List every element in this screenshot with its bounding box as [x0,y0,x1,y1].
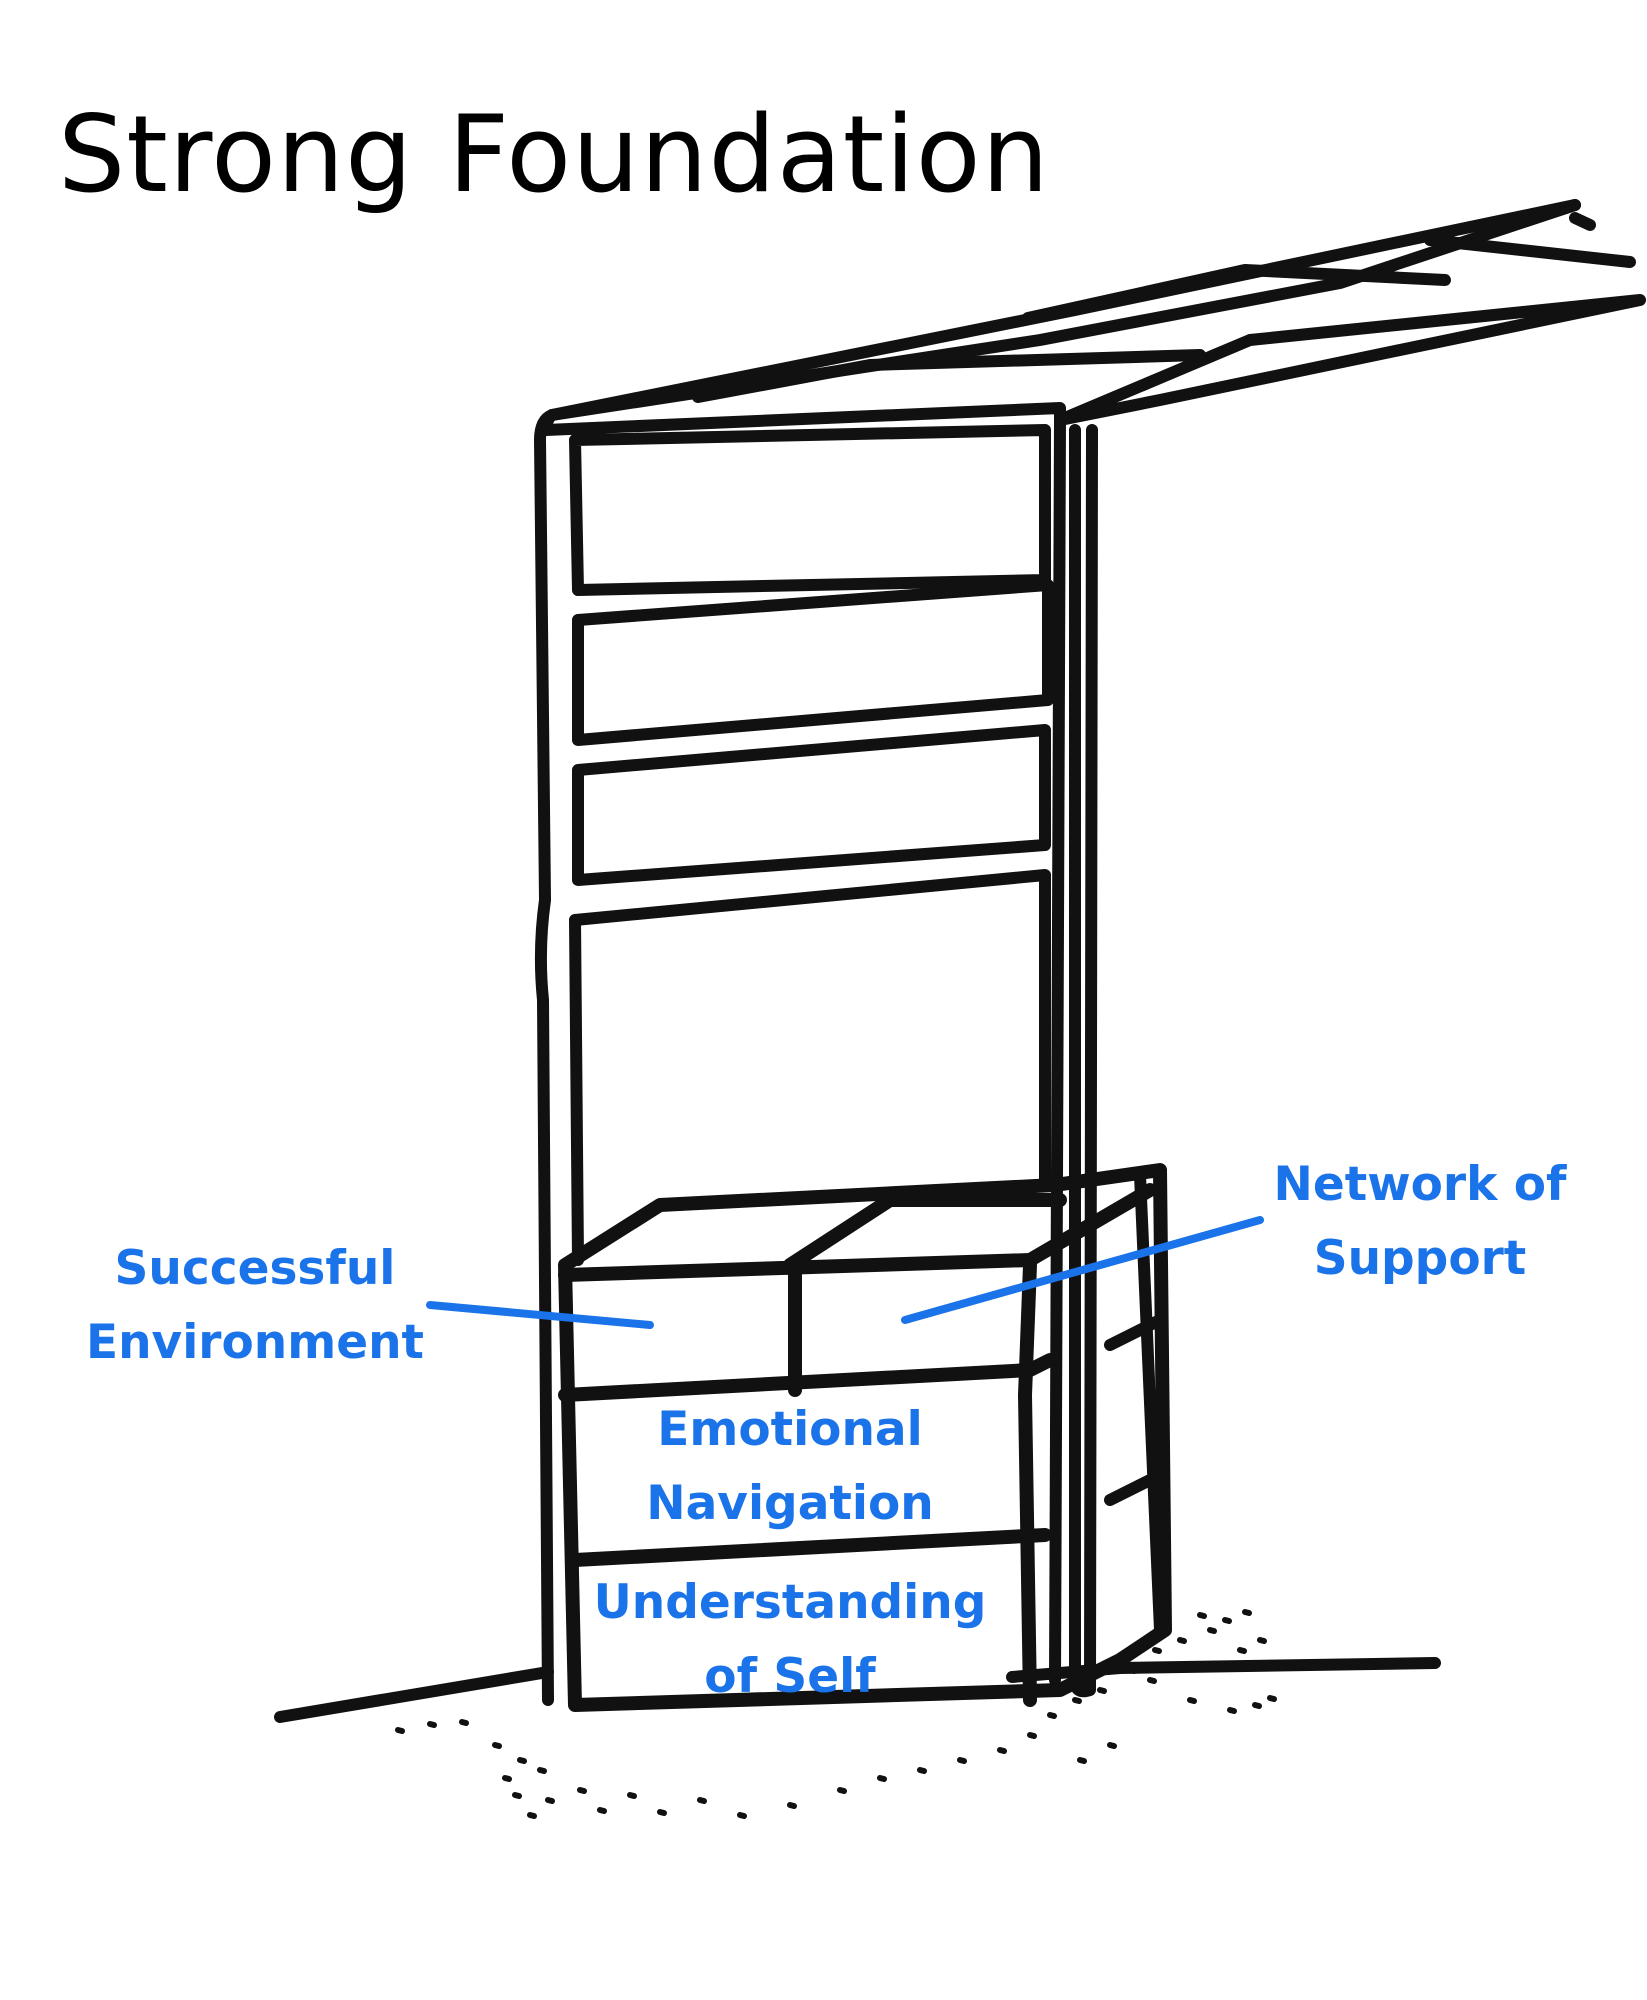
pillar-right-edge [1049,414,1098,1698]
label-network-of-support: Network of Support [1230,1148,1610,1296]
pointer-line-network [901,1216,1264,1324]
ground-line [274,1657,1441,1723]
roof-top-edge [546,199,1581,421]
page-title: Strong Foundation [58,93,1050,216]
label-line: Environment [85,1315,425,1370]
label-line: Network of [1273,1157,1567,1212]
pillar-slab-3 [572,724,1051,886]
label-line: of Self [704,1649,876,1704]
front-right-edge [1018,1258,1037,1707]
label-successful-environment: Successful Environment [60,1232,450,1380]
label-line: Support [1313,1231,1527,1286]
label-understanding-of-self: Understanding of Self [570,1566,1010,1714]
row-separator-2 [568,1528,1052,1567]
row-separator-1 [558,1353,1057,1402]
ground-gravel [395,1609,1277,1819]
pointer-line-environment [426,1301,654,1329]
pillar-slab-1 [569,424,1051,596]
label-line: Navigation [646,1476,934,1531]
pillar-left-edge [534,409,558,1706]
label-emotional-navigation: Emotional Navigation [600,1393,980,1541]
pillar-slab-2 [572,579,1054,746]
pillar-slab-4-open [569,869,1051,1266]
label-line: Emotional [657,1402,923,1457]
side-dividers [1104,1169,1166,1636]
label-line: Understanding [593,1575,987,1630]
label-line: Successful [114,1241,396,1296]
